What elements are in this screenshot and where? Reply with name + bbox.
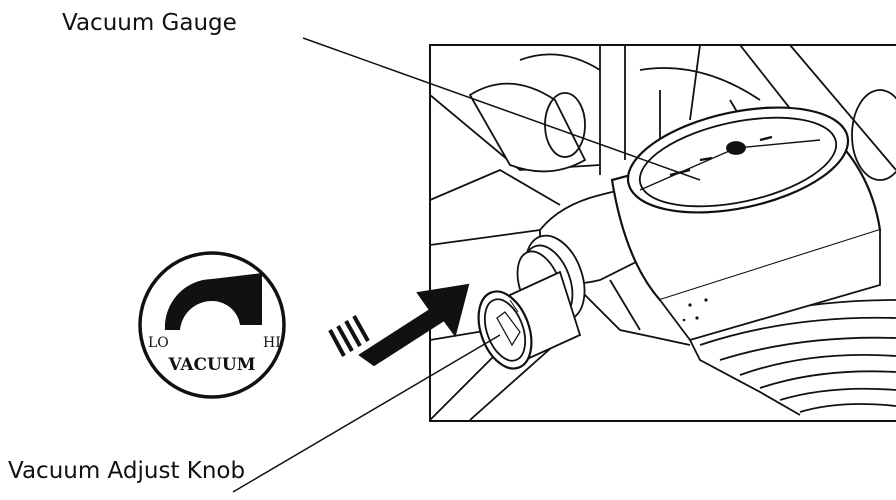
- vacuum-gauge-label: Vacuum Gauge: [62, 10, 237, 36]
- dial-low-label: LO: [148, 335, 169, 351]
- arrow-icon: [328, 283, 470, 367]
- gauge-leader-line: [302, 37, 701, 181]
- machine-detail: [430, 45, 896, 421]
- vacuum-adjust-knob-label: Vacuum Adjust Knob: [8, 458, 246, 484]
- dial-high-label: HI: [263, 335, 281, 351]
- dial-title: VACUUM: [167, 355, 255, 375]
- vacuum-dial-icon: LO HI VACUUM: [138, 251, 286, 399]
- knob-leader-line: [232, 334, 501, 493]
